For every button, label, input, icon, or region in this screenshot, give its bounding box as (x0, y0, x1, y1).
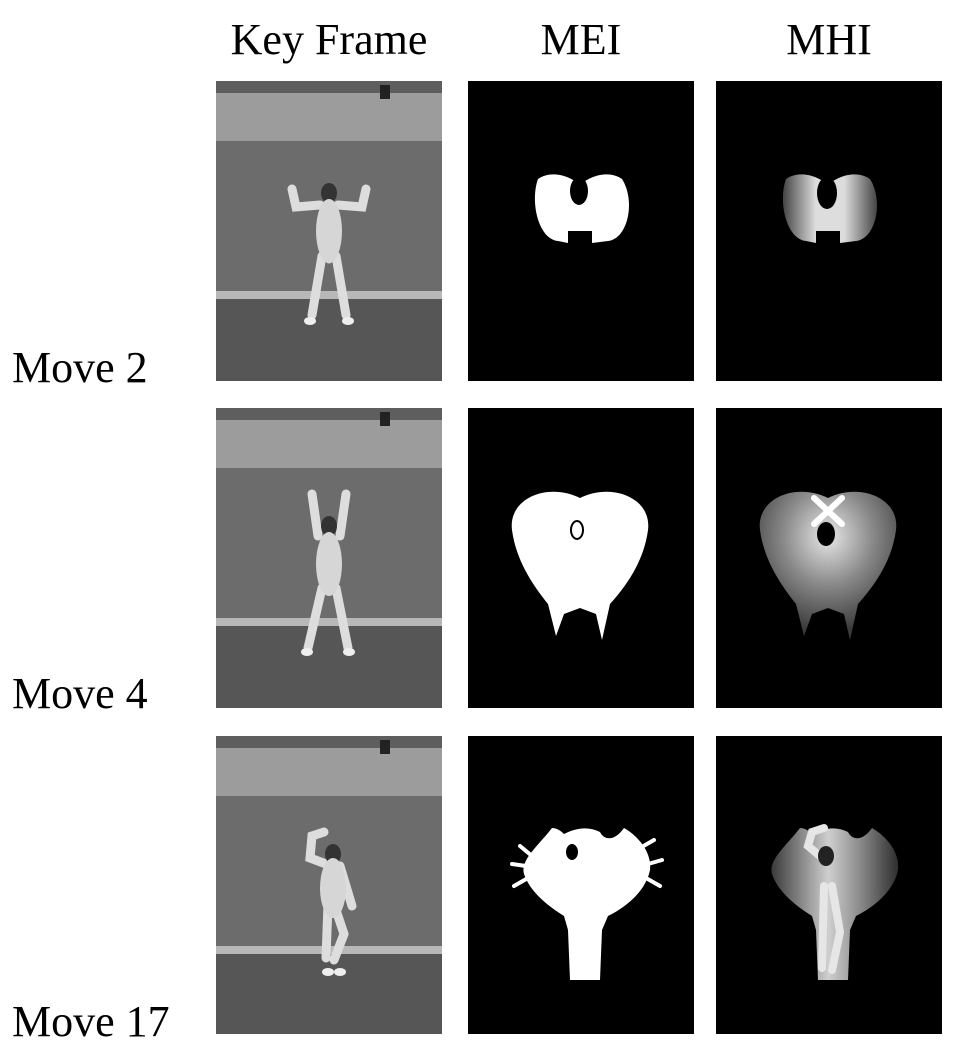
mei-image-move-17 (468, 736, 694, 1034)
key-frame-image-move-17 (216, 736, 442, 1034)
row-label-move-17: Move 17 (12, 997, 170, 1046)
key-frame-image-move-2 (216, 81, 442, 381)
key-frame-image-move-4 (216, 408, 442, 708)
column-header-mhi: MHI (786, 15, 872, 64)
mhi-image-move-4 (716, 408, 942, 708)
column-header-key-frame: Key Frame (230, 15, 428, 64)
mhi-image-move-2 (716, 81, 942, 381)
row-label-move-2: Move 2 (12, 343, 148, 392)
column-header-mei: MEI (540, 15, 622, 64)
row-label-move-4: Move 4 (12, 669, 148, 718)
mei-image-move-4 (468, 408, 694, 708)
mhi-image-move-17 (716, 736, 942, 1034)
mei-image-move-2 (468, 81, 694, 381)
